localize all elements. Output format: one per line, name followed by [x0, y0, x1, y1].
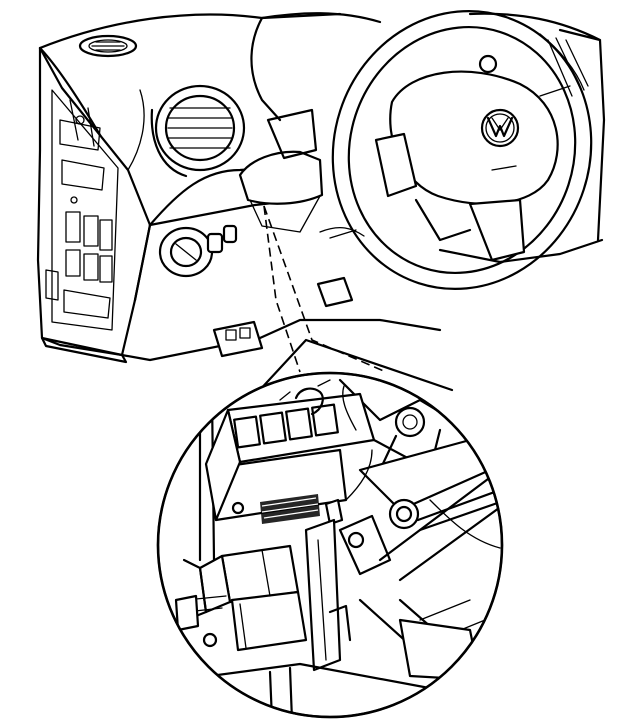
detail-magnified-view — [156, 371, 504, 719]
instrument-cowl — [260, 12, 606, 242]
dashboard-top-edge — [38, 12, 342, 122]
relay-carrier-module — [204, 379, 376, 526]
dashboard-contour — [148, 166, 270, 227]
detail-contents — [174, 378, 502, 717]
round-air-vent — [150, 84, 246, 178]
support-arm — [304, 514, 392, 672]
steering-wheel — [331, 10, 593, 290]
wiring-harness — [342, 385, 373, 501]
vw-logo-icon — [480, 108, 520, 148]
steering-column-housing — [238, 108, 324, 233]
right-lower-dash — [438, 238, 604, 264]
fuse-panel-details — [40, 89, 128, 364]
lower-relays — [174, 544, 308, 652]
pedal-area — [212, 276, 354, 358]
lower-dash-edge — [120, 318, 442, 362]
dashboard-assembly — [36, 10, 606, 364]
light-switch-knob — [158, 224, 238, 278]
